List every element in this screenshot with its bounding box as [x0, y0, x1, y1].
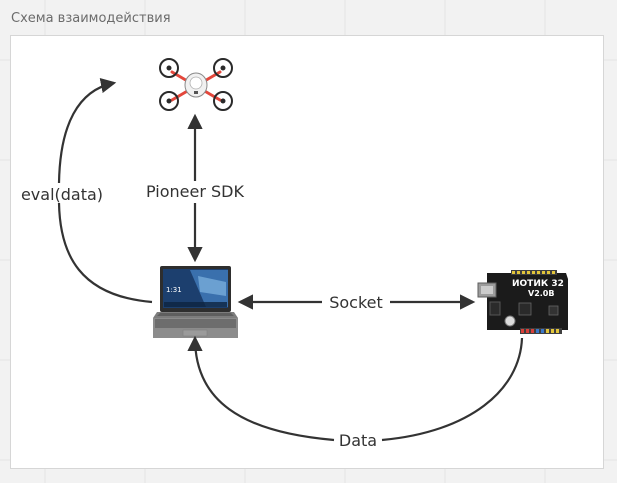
board-version: V2.0B [528, 289, 554, 298]
edge-label-eval[interactable]: eval(data) [21, 185, 103, 204]
microcontroller-board-icon[interactable]: ИОТИК 32 V2.0B [477, 270, 568, 334]
edge-data-left[interactable] [187, 335, 335, 442]
edge-eval-lower[interactable] [57, 202, 153, 304]
drone-icon[interactable] [159, 58, 233, 111]
board-label: ИОТИК 32 [512, 279, 564, 289]
edge-eval-upper[interactable] [57, 77, 117, 184]
edge-label-socket[interactable]: Socket [329, 293, 383, 312]
diagram-frame[interactable] [10, 35, 604, 469]
edge-label-data[interactable]: Data [339, 431, 377, 450]
frame-title[interactable]: Схема взаимодействия [11, 11, 171, 26]
laptop-icon[interactable]: 1:31 [153, 266, 238, 338]
laptop-screen-time: 1:31 [166, 286, 182, 294]
edge-data-right[interactable] [381, 337, 524, 442]
edge-label-pioneer-sdk[interactable]: Pioneer SDK [146, 182, 245, 201]
